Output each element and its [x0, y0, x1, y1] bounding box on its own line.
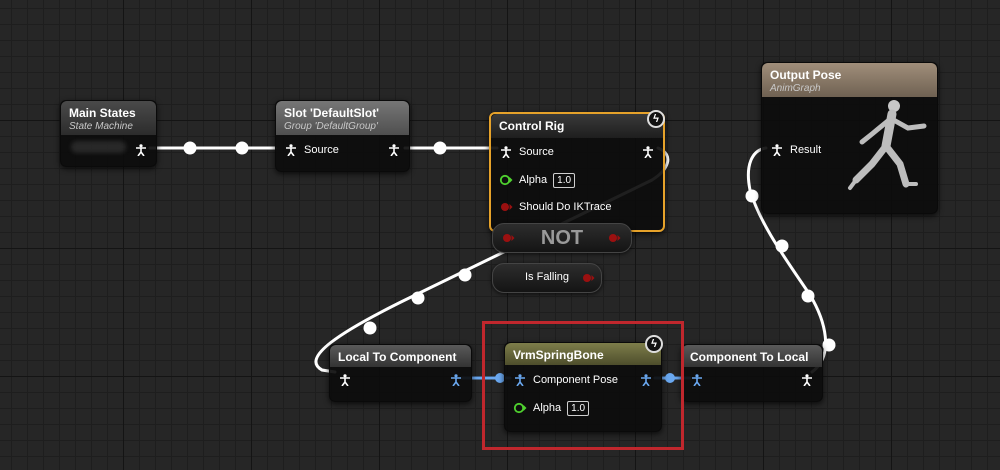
node-subtitle: Group 'DefaultGroup': [284, 121, 378, 132]
node-title: VrmSpringBone: [513, 348, 604, 362]
bool-pin-icon[interactable]: [501, 232, 515, 244]
component-pose-pin-icon[interactable]: [690, 373, 704, 387]
alpha-pin-row[interactable]: Alpha 1.0: [499, 171, 655, 189]
node-subtitle: AnimGraph: [770, 83, 821, 94]
pin-label: Alpha: [533, 402, 562, 414]
component-pose-pin-icon[interactable]: [513, 373, 527, 387]
node-subtitle: State Machine: [69, 121, 133, 132]
pose-pins-row[interactable]: [338, 371, 463, 389]
is-falling-node[interactable]: Is Falling: [492, 263, 602, 293]
component-pose-pin-row[interactable]: Component Pose: [513, 371, 653, 389]
lightning-icon: ϟ: [645, 335, 663, 353]
wire-componenttolocal-outputpose[interactable]: [746, 146, 828, 374]
source-pin-row[interactable]: Source: [284, 141, 401, 159]
lightning-icon: ϟ: [647, 110, 665, 128]
node-title: Slot 'DefaultSlot': [284, 106, 380, 120]
pin-label: Source: [519, 146, 554, 158]
not-node[interactable]: NOT: [492, 223, 632, 253]
should-do-iktrace-pin-row[interactable]: Should Do IKTrace: [499, 198, 655, 216]
pose-pin-icon[interactable]: [800, 373, 814, 387]
control-rig-node[interactable]: Control Rig ϟ Source Alpha 1.0 Should Do…: [489, 110, 665, 232]
pose-pin-icon[interactable]: [499, 145, 513, 159]
result-pin-row[interactable]: Result: [770, 141, 929, 159]
component-to-local-node[interactable]: Component To Local: [681, 344, 823, 402]
pose-pin-icon[interactable]: [284, 143, 298, 157]
is-falling-label: Is Falling: [524, 271, 570, 283]
alpha-value-field[interactable]: 1.0: [553, 172, 576, 188]
pose-pin-icon[interactable]: [641, 145, 655, 159]
local-to-component-node[interactable]: Local To Component: [329, 344, 472, 402]
component-pose-pin-icon[interactable]: [639, 373, 653, 387]
alpha-value-field[interactable]: 1.0: [567, 400, 590, 416]
alpha-pin-row[interactable]: Alpha 1.0: [513, 399, 653, 417]
node-title: Output Pose: [770, 68, 842, 82]
output-pose-node[interactable]: Output Pose AnimGraph Result: [761, 62, 938, 214]
pin-label: Should Do IKTrace: [519, 201, 612, 213]
pose-pin-icon[interactable]: [338, 373, 352, 387]
vrm-spring-bone-node[interactable]: VrmSpringBone ϟ Component Pose Alpha 1.0: [504, 335, 663, 432]
not-label: NOT: [540, 227, 584, 249]
pin-label: Result: [790, 144, 822, 156]
bool-pin-icon[interactable]: [581, 272, 595, 284]
bool-pin-icon[interactable]: [607, 232, 621, 244]
main-states-node[interactable]: Main States State Machine: [60, 100, 157, 167]
float-pin-icon[interactable]: [513, 401, 527, 415]
bool-pin-icon[interactable]: [499, 200, 513, 214]
node-title: Component To Local: [690, 350, 809, 364]
mannequin-icon: [848, 100, 927, 190]
highlight-box: [482, 321, 684, 450]
pin-label: Component Pose: [533, 374, 618, 386]
pose-pin-icon[interactable]: [387, 143, 401, 157]
wire-controlrig-localtocomponent[interactable]: [314, 146, 670, 374]
float-pin-icon[interactable]: [499, 173, 513, 187]
node-title: Main States: [69, 106, 136, 120]
node-title: Local To Component: [338, 350, 457, 364]
source-pin-row[interactable]: Source: [499, 143, 655, 161]
pose-pin-icon[interactable]: [770, 143, 784, 157]
state-preview: [71, 141, 126, 153]
pin-label: Alpha: [519, 174, 548, 186]
node-title: Control Rig: [499, 119, 565, 133]
pose-pins-row[interactable]: [690, 371, 814, 389]
component-pose-pin-icon[interactable]: [449, 373, 463, 387]
slot-node[interactable]: Slot 'DefaultSlot' Group 'DefaultGroup' …: [275, 100, 410, 172]
pin-label: Source: [304, 144, 339, 156]
pose-pin-icon[interactable]: [134, 143, 148, 157]
